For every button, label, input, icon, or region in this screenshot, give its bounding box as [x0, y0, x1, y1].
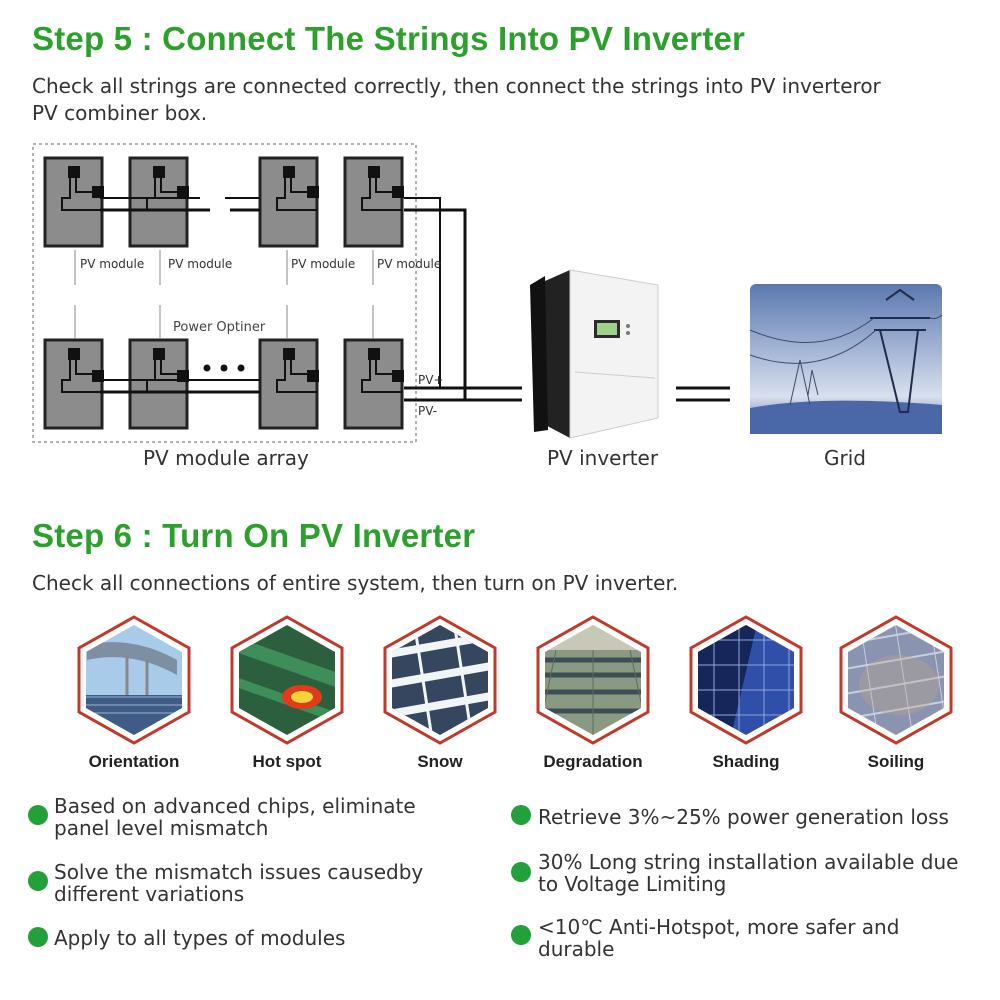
issue-label-soiling: Soiling — [867, 752, 925, 771]
issue-degradation — [536, 615, 660, 745]
pv-array-diagram — [32, 143, 943, 443]
pv-minus-label: PV- — [418, 404, 438, 418]
module-top-2 — [128, 156, 189, 248]
module-label-2: PV module — [168, 257, 233, 271]
orientation-hex-image — [77, 615, 191, 745]
module-label-1: PV module — [80, 257, 145, 271]
optimizer-label: Power Optiner — [173, 320, 266, 335]
step5-description-line2: PV combiner box. — [32, 101, 208, 125]
bullet-dot-icon — [28, 871, 48, 891]
issue-label-hot-spot: Hot spot — [252, 752, 322, 771]
bullet-left-1: Based on advanced chips, eliminate panel… — [54, 794, 416, 840]
step5-description: Check all strings are connected correctl… — [32, 73, 881, 127]
issue-label-shading: Shading — [712, 752, 780, 771]
snow-hex-image — [383, 615, 497, 745]
hot-spot-hex-image — [230, 615, 344, 745]
module-label-4: PV module — [377, 257, 442, 271]
pv-array-label: PV module array — [143, 446, 309, 470]
step5-title: Step 5 : Connect The Strings Into PV Inv… — [32, 20, 746, 57]
issue-shading — [689, 615, 813, 745]
issue-soiling — [839, 615, 963, 745]
degradation-hex-image — [536, 615, 650, 745]
module-top-1 — [43, 156, 104, 248]
issue-orientation — [77, 615, 201, 745]
bullet-dot-icon — [28, 927, 48, 947]
issue-label-orientation: Orientation — [88, 752, 180, 771]
grid-image — [749, 284, 943, 434]
issue-snow — [383, 615, 507, 745]
bullet-left-3: Apply to all types of modules — [54, 926, 346, 950]
issue-label-degradation: Degradation — [543, 752, 643, 771]
bullet-right-2: 30% Long string installation available d… — [538, 850, 959, 896]
bullet-dot-icon — [511, 862, 531, 882]
bullet-dot-icon — [511, 925, 531, 945]
grid-label: Grid — [824, 446, 866, 470]
pv-inverter-label: PV inverter — [547, 446, 659, 470]
bullet-dot-icon — [511, 805, 531, 825]
issue-hot-spot — [230, 615, 354, 745]
pv-plus-label: PV+ — [418, 373, 444, 387]
bullet-right-3: <10℃ Anti-Hotspot, more safer and durabl… — [538, 915, 900, 961]
soiling-hex-image — [839, 615, 953, 745]
module-label-3: PV module — [291, 257, 356, 271]
pv-inverter — [530, 269, 659, 439]
shading-hex-image — [689, 615, 803, 745]
step6-description: Check all connections of entire system, … — [32, 571, 679, 595]
issue-label-snow: Snow — [417, 752, 463, 771]
module-top-4 — [343, 156, 404, 248]
bullet-left-2: Solve the mismatch issues causedby diffe… — [54, 860, 424, 906]
array-border — [32, 143, 417, 443]
step6-title: Step 6 : Turn On PV Inverter — [32, 517, 476, 554]
step5-description-line1: Check all strings are connected correctl… — [32, 74, 881, 98]
bullet-right-1: Retrieve 3%~25% power generation loss — [538, 805, 949, 829]
bullet-dot-icon — [28, 805, 48, 825]
